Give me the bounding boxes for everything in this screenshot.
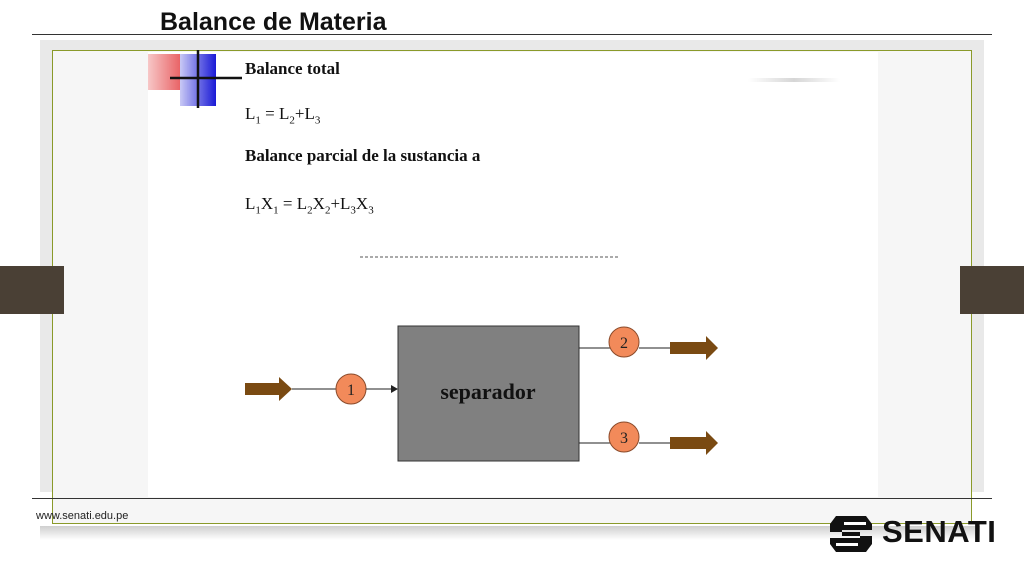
separator-box-label: separador bbox=[440, 379, 536, 404]
equation-term: X bbox=[312, 194, 325, 213]
equation-term: +L bbox=[294, 104, 315, 123]
equation-subscript: 1 bbox=[255, 204, 261, 217]
equation-term: = L bbox=[260, 104, 290, 123]
right-side-tab bbox=[960, 266, 1024, 314]
equation-subscript: 3 bbox=[314, 114, 321, 127]
top-divider bbox=[32, 34, 992, 35]
equation-subscript: 1 bbox=[255, 114, 261, 127]
equation-balance-total: L1 = L2+L3 bbox=[245, 104, 320, 126]
outlet-3-arrow-icon bbox=[670, 431, 718, 455]
equation-subscript: 2 bbox=[307, 204, 313, 217]
stream-2-label: 2 bbox=[620, 335, 628, 352]
equation-term: L bbox=[245, 104, 256, 123]
decorative-color-blocks-icon bbox=[148, 50, 242, 108]
stream-3-circle bbox=[608, 421, 640, 453]
decorative-gray-bar bbox=[748, 78, 840, 82]
equation-subscript: 3 bbox=[368, 204, 374, 217]
equation-term: = L bbox=[278, 194, 308, 213]
bottom-divider bbox=[32, 498, 992, 499]
separator-diagram: 1 separador 2 3 bbox=[245, 256, 718, 462]
equation-subscript: 1 bbox=[273, 204, 279, 217]
footer-url: www.senati.edu.pe bbox=[36, 510, 129, 522]
frame-bottom-shadow bbox=[40, 526, 980, 540]
equation-term: +L bbox=[330, 194, 351, 213]
stream-1-label: 1 bbox=[347, 382, 355, 399]
senati-logo-icon bbox=[830, 516, 872, 552]
equation-subscript: 2 bbox=[324, 204, 331, 217]
senati-logo-text: SENATI bbox=[882, 514, 997, 549]
stream-2-circle bbox=[608, 326, 640, 358]
equation-term: X bbox=[355, 194, 369, 213]
left-side-tab bbox=[0, 266, 64, 314]
page-title: Balance de Materia bbox=[160, 8, 387, 36]
equation-balance-parcial: L1X1 = L2X2+L3X3 bbox=[245, 194, 374, 216]
equation-subscript: 3 bbox=[350, 204, 356, 217]
stream-3-label: 3 bbox=[620, 430, 628, 447]
separator-box bbox=[397, 325, 580, 462]
inlet-arrow-icon bbox=[245, 377, 292, 401]
outlet-2-arrow-icon bbox=[670, 336, 718, 360]
equation-subscript: 2 bbox=[289, 114, 295, 127]
heading-balance-total: Balance total bbox=[245, 59, 340, 78]
equation-term: L bbox=[245, 194, 256, 213]
equation-term: X bbox=[260, 194, 274, 213]
heading-balance-parcial: Balance parcial de la sustancia a bbox=[245, 146, 481, 165]
